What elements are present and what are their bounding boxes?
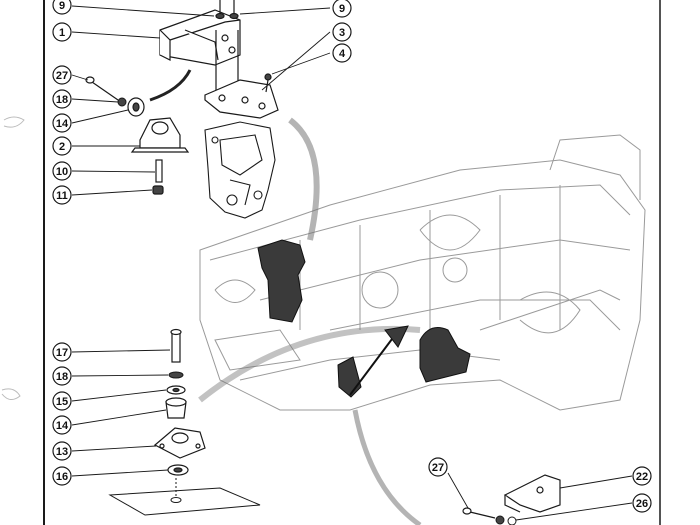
- bushing-14-top: [127, 97, 145, 117]
- callout-9-left: 9: [52, 0, 72, 15]
- callout-13: 13: [52, 441, 72, 461]
- callout-label: 22: [636, 471, 648, 483]
- callout-18-bottom: 18: [52, 366, 72, 386]
- callout-14-bottom: 14: [52, 415, 72, 435]
- callout-label: 18: [56, 371, 68, 383]
- guide-arc-bracket: [149, 69, 192, 102]
- washer-16: [167, 464, 189, 476]
- washer-18-top: [117, 97, 127, 107]
- callout-14-top: 14: [52, 113, 72, 133]
- callout-label: 9: [339, 3, 345, 15]
- callout-label: 9: [59, 0, 65, 12]
- callout-27-top: 27: [52, 65, 72, 85]
- callout-22: 22: [632, 466, 652, 486]
- callout-11: 11: [52, 185, 72, 205]
- mount-bracket-1: [159, 9, 241, 66]
- callout-1: 1: [52, 22, 72, 42]
- washer-26: [495, 515, 517, 525]
- callout-label: 14: [56, 118, 69, 130]
- mount-base-13: [153, 427, 206, 459]
- callout-15: 15: [52, 391, 72, 411]
- callout-label: 11: [56, 190, 68, 202]
- callout-label: 17: [56, 347, 68, 359]
- callout-label: 10: [56, 166, 68, 178]
- callout-label: 1: [59, 27, 65, 39]
- callout-18-top: 18: [52, 89, 72, 109]
- engine-bracket: [204, 121, 276, 219]
- highlighted-rear-mount: [337, 327, 471, 398]
- callout-3: 3: [332, 22, 352, 42]
- callout-label: 3: [339, 27, 345, 39]
- callout-label: 16: [56, 471, 68, 483]
- guide-arc-bottom: [352, 409, 422, 525]
- callout-label: 27: [432, 462, 444, 474]
- callout-label: 4: [339, 48, 346, 60]
- bolt-27-top: [85, 76, 119, 101]
- bolt-17: [170, 328, 182, 363]
- scan-artifact: [1, 116, 25, 400]
- callout-label: 18: [56, 94, 68, 106]
- callout-10: 10: [52, 161, 72, 181]
- guide-arc-top: [288, 117, 320, 241]
- highlighted-front-mount: [257, 239, 306, 323]
- callout-label: 2: [59, 141, 65, 153]
- bolt-27-bottom: [462, 507, 496, 519]
- callout-label: 13: [56, 446, 68, 458]
- direction-arrowhead: [384, 325, 409, 348]
- callout-4: 4: [332, 43, 352, 63]
- callout-label: 15: [56, 396, 68, 408]
- callout-26: 26: [632, 493, 652, 513]
- mount-2: [130, 117, 190, 153]
- mount-plate-3: [204, 79, 279, 119]
- direction-arrow: [349, 334, 396, 396]
- callout-2: 2: [52, 136, 72, 156]
- floor-plate: [108, 478, 261, 516]
- leader-lines: [71, 5, 633, 521]
- callout-label: 14: [56, 420, 69, 432]
- callout-27-bottom: 27: [428, 457, 448, 477]
- bolts-9: [215, 0, 239, 90]
- washer-15: [166, 385, 186, 395]
- callout-9-right: 9: [332, 0, 352, 18]
- nut-11: [152, 185, 164, 195]
- callout-label: 27: [56, 70, 68, 82]
- stud-10: [155, 159, 163, 183]
- washer-18-bottom: [168, 371, 184, 379]
- callout-16: 16: [52, 466, 72, 486]
- callout-label: 26: [636, 498, 648, 510]
- bracket-22: [503, 474, 561, 513]
- callout-17: 17: [52, 342, 72, 362]
- bushing-14-bottom: [165, 397, 187, 419]
